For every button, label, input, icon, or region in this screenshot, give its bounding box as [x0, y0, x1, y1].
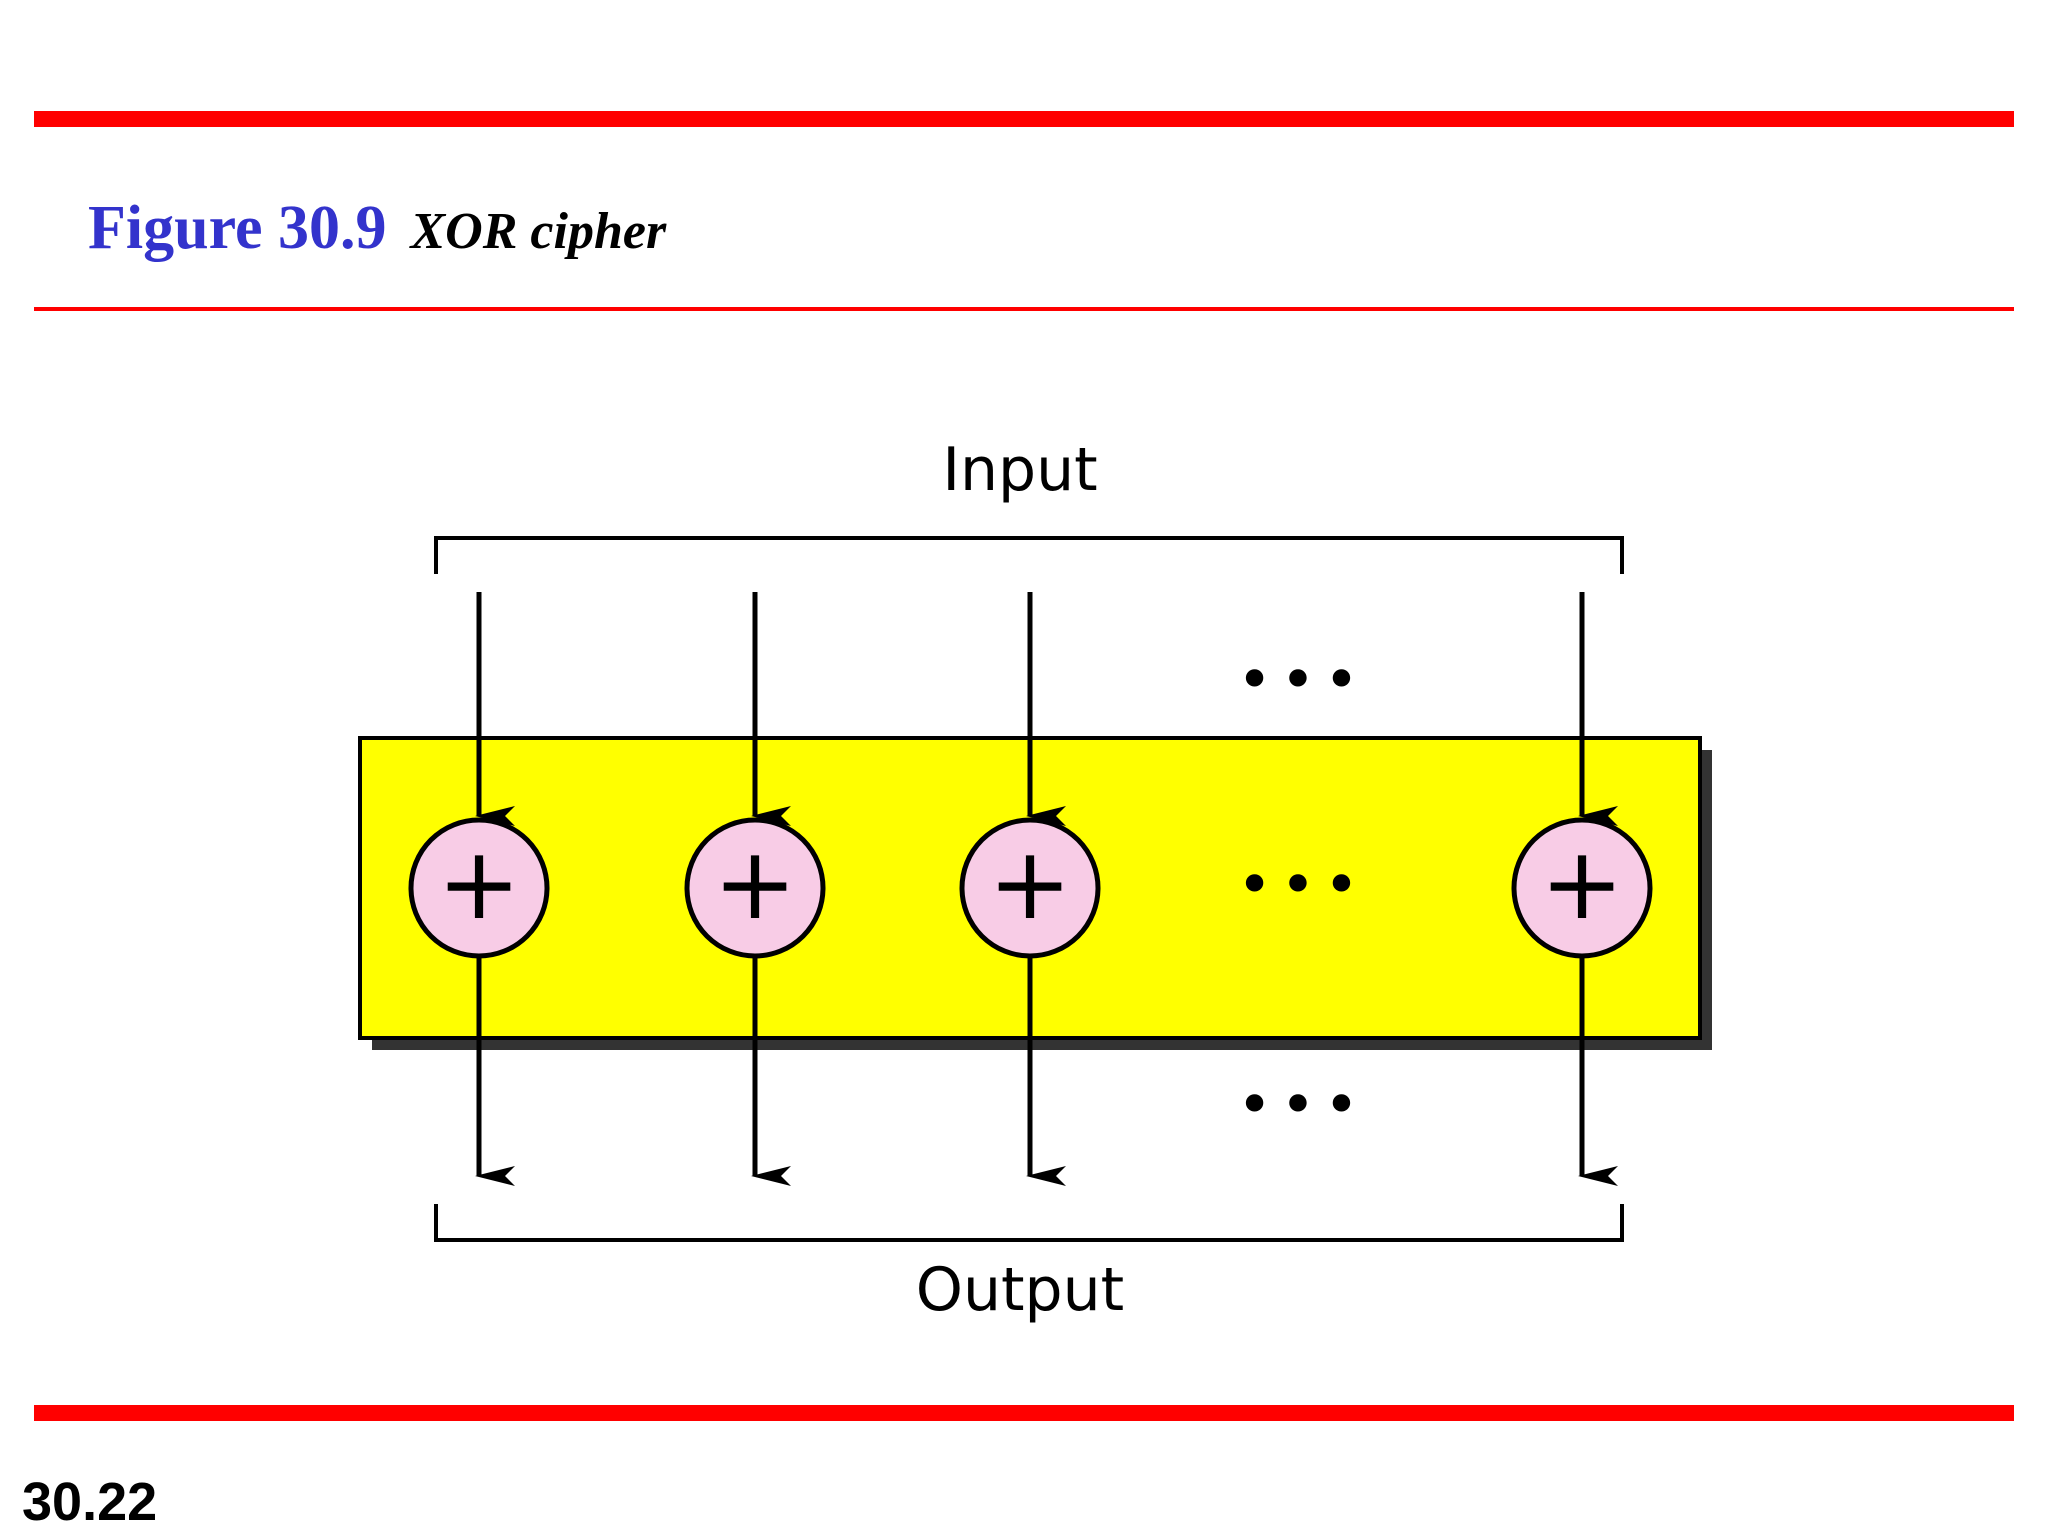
xor-symbol-4: +	[1540, 825, 1624, 942]
xor-symbol-2: +	[713, 825, 797, 942]
figure-title: Figure 30.9 XOR cipher	[88, 190, 666, 270]
xor-gate-2	[684, 817, 826, 959]
input-bracket	[434, 536, 1624, 574]
figure-caption: XOR cipher	[410, 203, 667, 260]
output-bracket	[434, 1204, 1624, 1242]
bottom-rule	[34, 1405, 2014, 1421]
xor-gate-4	[1511, 817, 1653, 959]
xor-gates: + + + +	[408, 592, 1653, 1186]
ellipsis-middle: •••	[1237, 850, 1367, 920]
title-rule	[34, 307, 2014, 311]
xor-symbol-3: +	[988, 825, 1072, 942]
top-rule	[34, 111, 2014, 127]
xor-symbol-1: +	[437, 825, 521, 942]
ellipsis-bottom: •••	[1237, 1070, 1367, 1140]
figure-number: Figure 30.9	[88, 194, 387, 262]
page-number: 30.22	[22, 1472, 158, 1532]
input-label: Input	[942, 435, 1097, 505]
ellipsis-top: •••	[1237, 645, 1367, 715]
xor-gate-3	[959, 817, 1101, 959]
output-label: Output	[916, 1255, 1124, 1325]
xor-gate-1	[408, 817, 550, 959]
